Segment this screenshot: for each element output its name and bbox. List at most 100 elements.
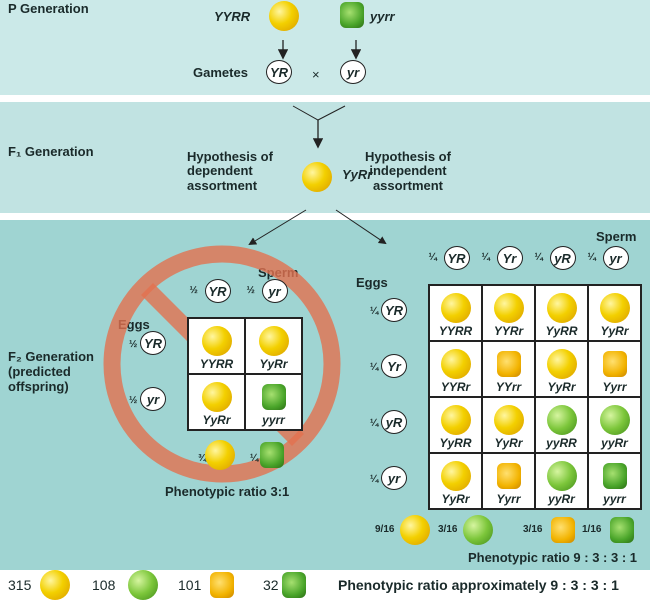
cell-genotype: YYRr	[493, 324, 524, 338]
yellow-round-pea-icon	[440, 404, 471, 435]
sperm-fraction: ¼	[481, 252, 490, 263]
yellow-round-pea-icon	[205, 440, 235, 470]
green-round-pea-icon	[463, 515, 493, 545]
cell-genotype: yyRR	[546, 436, 577, 450]
cell-genotype: YYRR	[199, 357, 234, 371]
egg-gamete: yr	[381, 466, 407, 490]
punnett-cell: YYRr	[482, 285, 535, 341]
f1-genotype: YyRr	[342, 167, 373, 182]
yellow-round-pea-icon	[302, 162, 332, 192]
sperm-gamete: yr	[602, 246, 629, 270]
egg-fraction: ½	[129, 395, 138, 406]
ind-sperm-label: Sperm	[596, 229, 637, 244]
cell-genotype: Yyrr	[496, 492, 521, 506]
cell-genotype: YyRr	[202, 413, 231, 427]
ind-ratio: Phenotypic ratio 9 : 3 : 3 : 1	[467, 550, 637, 565]
observed-ratio: Phenotypic ratio approximately 9 : 3 : 3…	[338, 577, 619, 593]
parent1-genotype: YYRR	[214, 9, 251, 24]
punnett-cell: YyRr	[188, 374, 245, 430]
egg-fraction: ½	[129, 339, 138, 350]
parent2-genotype: yyrr	[370, 9, 395, 24]
yellow-round-pea-icon	[599, 292, 630, 323]
sperm-gamete: yr	[261, 279, 288, 303]
phenotype-fraction: 3/16	[523, 524, 543, 535]
cell-genotype: yyrr	[262, 413, 285, 427]
cell-genotype: yyRr	[601, 436, 628, 450]
egg-fraction: ¼	[370, 474, 379, 485]
phenotype-fraction: 9/16	[375, 524, 395, 535]
cell-genotype: YYrr	[495, 380, 522, 394]
yellow-round-pea-icon	[440, 292, 471, 323]
green-round-pea-icon	[128, 570, 158, 600]
punnett-cell: yyrr	[588, 453, 641, 509]
punnett-cell: YyRr	[588, 285, 641, 341]
sperm-gamete: YR	[204, 279, 231, 303]
cross-symbol: ×	[312, 67, 320, 82]
green-wrinkled-pea-icon	[602, 462, 627, 489]
yellow-round-pea-icon	[258, 325, 289, 356]
cell-genotype: yyrr	[603, 492, 626, 506]
dep-sperm-label: Sperm	[258, 265, 299, 280]
egg-gamete: YR	[381, 298, 407, 322]
observed-count: 101	[178, 577, 202, 593]
gametes-label: Gametes	[193, 65, 248, 80]
yellow-round-pea-icon	[546, 292, 577, 323]
punnett-cell: yyRR	[535, 397, 588, 453]
egg-fraction: ¼	[370, 362, 379, 373]
cell-genotype: YyRr	[259, 357, 288, 371]
punnett-cell: YyRR	[535, 285, 588, 341]
punnett-cell: yyrr	[245, 374, 302, 430]
green-round-pea-icon	[546, 460, 577, 491]
gamete-yr-recessive: yr	[340, 60, 366, 84]
egg-fraction: ¼	[370, 306, 379, 317]
egg-gamete: yR	[381, 410, 407, 434]
green-wrinkled-pea-icon	[260, 442, 284, 468]
cell-genotype: YyRR	[439, 436, 472, 450]
phenotype-fraction: ¾	[198, 453, 207, 464]
p-generation-band	[0, 0, 650, 95]
observed-count: 315	[8, 577, 32, 593]
punnett-cell: YyRr	[535, 341, 588, 397]
cell-genotype: YYRR	[438, 324, 473, 338]
green-round-pea-icon	[546, 404, 577, 435]
yellow-round-pea-icon	[269, 1, 299, 31]
cell-genotype: Yyrr	[602, 380, 627, 394]
phenotype-fraction: 1/16	[582, 524, 602, 535]
phenotype-fraction: ¼	[250, 453, 259, 464]
yellow-wrinkled-pea-icon	[551, 517, 575, 543]
egg-gamete: YR	[140, 331, 166, 355]
sperm-fraction: ¼	[534, 252, 543, 263]
f1-generation-label: F₁ Generation	[8, 144, 94, 159]
sperm-fraction: ¼	[587, 252, 596, 263]
f1-generation-band	[0, 102, 650, 213]
punnett-cell: yyRr	[535, 453, 588, 509]
green-round-pea-icon	[599, 404, 630, 435]
sperm-gamete: Yr	[496, 246, 523, 270]
yellow-round-pea-icon	[400, 515, 430, 545]
yellow-round-pea-icon	[40, 570, 70, 600]
yellow-round-pea-icon	[440, 460, 471, 491]
ind-eggs-label: Eggs	[356, 275, 388, 290]
punnett-cell: Yyrr	[588, 341, 641, 397]
green-wrinkled-pea-icon	[610, 517, 634, 543]
yellow-round-pea-icon	[493, 292, 524, 323]
sperm-fraction: ½	[189, 285, 198, 296]
yellow-wrinkled-pea-icon	[496, 462, 521, 489]
punnett-cell: YyRr	[245, 318, 302, 374]
cell-genotype: YyRr	[494, 436, 523, 450]
yellow-round-pea-icon	[440, 348, 471, 379]
punnett-cell: YYrr	[482, 341, 535, 397]
yellow-wrinkled-pea-icon	[496, 350, 521, 377]
punnett-cell: YyRr	[429, 453, 482, 509]
phenotype-fraction: 3/16	[438, 524, 458, 535]
p-generation-label: P Generation	[8, 1, 89, 16]
egg-gamete: yr	[140, 387, 166, 411]
sperm-fraction: ½	[246, 285, 255, 296]
egg-fraction: ¼	[370, 418, 379, 429]
observed-count: 32	[263, 577, 279, 593]
punnett-cell: YyRR	[429, 397, 482, 453]
